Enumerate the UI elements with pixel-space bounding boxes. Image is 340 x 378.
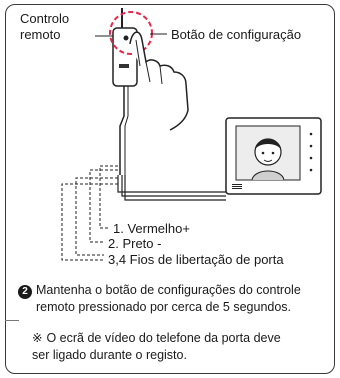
step-instruction: 2 Mantenha o botão de configurações do co… bbox=[18, 282, 328, 316]
wire-red-label: 1. Vermelho+ bbox=[113, 221, 190, 236]
config-button-dot bbox=[123, 35, 129, 41]
wire-solid-3 bbox=[117, 175, 226, 193]
wire-solid-1 bbox=[121, 175, 226, 197]
note-text-line2: ser ligado durante o registo. bbox=[32, 348, 187, 362]
wire-solid-2 bbox=[124, 175, 226, 201]
note-text-line1: O ecrã de vídeo do telefone da porta dev… bbox=[46, 331, 281, 345]
step-text-line2: remoto pressionado por cerca de 5 segund… bbox=[36, 300, 292, 314]
config-button-label: Botão de configuração bbox=[171, 27, 302, 42]
note-mark: ※ bbox=[32, 331, 43, 345]
wire-black-label: 2. Preto - bbox=[108, 236, 162, 251]
step-text-line1: Mantenha o botão de configurações do con… bbox=[36, 283, 301, 297]
dashed-wires bbox=[61, 165, 118, 261]
highlight-circle bbox=[109, 11, 153, 55]
face-illustration bbox=[254, 138, 282, 166]
remote-label-line2: remoto bbox=[20, 27, 61, 42]
step-number-badge: 2 bbox=[18, 285, 32, 299]
note: ※O ecrã de vídeo do telefone da porta de… bbox=[32, 330, 332, 364]
hand-illustration bbox=[129, 31, 189, 131]
wire-door-label: 3,4 Fios de libertação de porta bbox=[108, 252, 284, 267]
divider bbox=[5, 320, 19, 321]
speaker-grille bbox=[232, 184, 242, 189]
remote-cable bbox=[119, 86, 125, 175]
remote-label-line1: Controlo bbox=[20, 11, 70, 26]
instruction-panel bbox=[5, 4, 335, 374]
